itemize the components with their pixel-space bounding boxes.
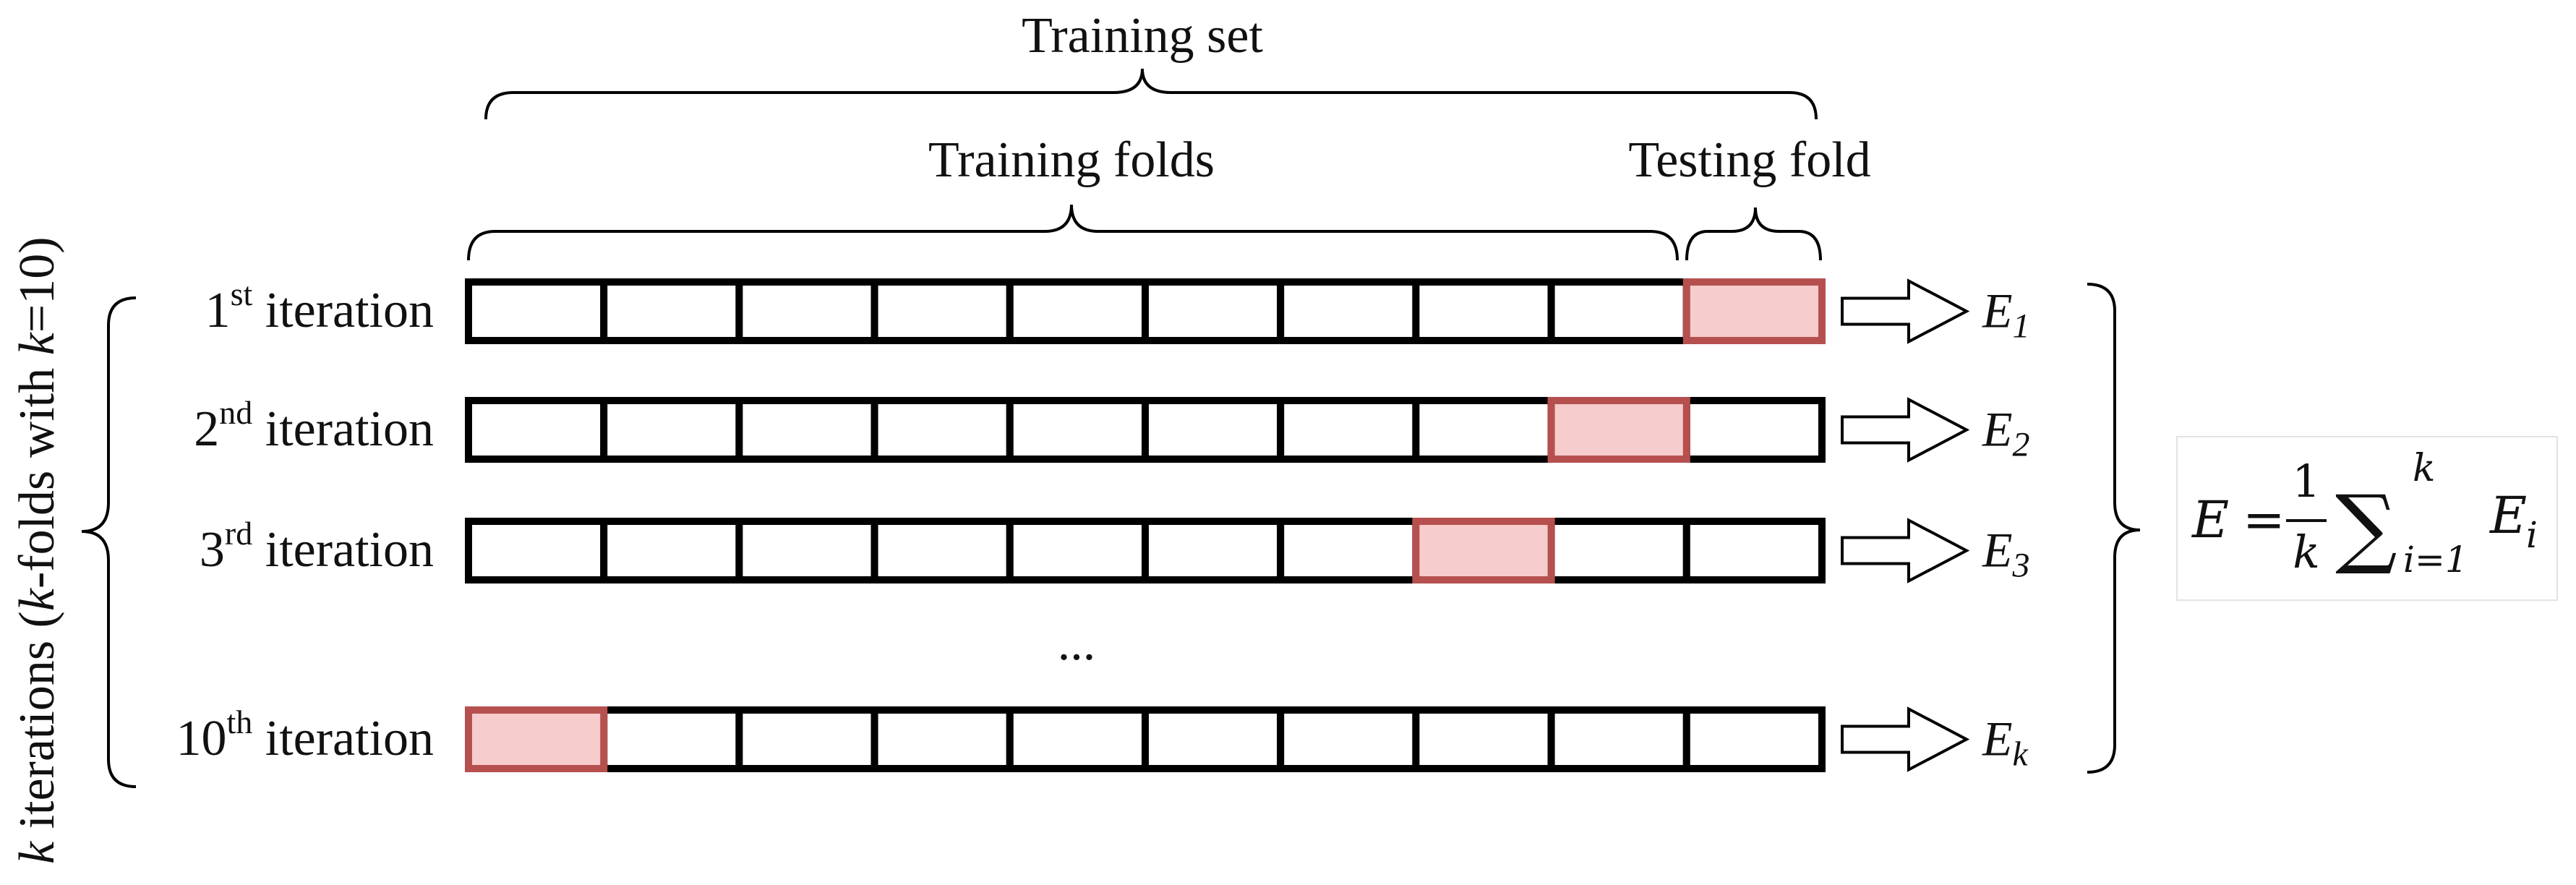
formula-equals: = [2243,490,2285,550]
training-fold-cell [735,278,878,344]
iterations-axis-label: k iterations (k-folds with k=10) [9,236,65,864]
training-fold-cell [1682,706,1826,772]
error-label: Ek [1982,711,2029,774]
formula-lhs: E [2191,490,2229,550]
rows-ellipsis: ... [1058,615,1096,671]
training-fold-cell [735,397,878,463]
testing-fold-cell [1682,278,1826,344]
testing-fold-cell [465,706,608,772]
error-label: E1 [1982,283,2030,346]
training-fold-cell [1142,397,1285,463]
training-fold-cell [1006,397,1150,463]
sum-upper-limit: k [2413,447,2436,490]
training-fold-cell [1412,278,1555,344]
training-folds-label: Training folds [928,132,1215,188]
training-set-brace [484,68,1818,120]
training-fold-cell [465,397,608,463]
training-fold-cell [1142,706,1285,772]
training-fold-cell [1682,518,1826,583]
sum-lower-limit: i=1 [2403,539,2468,581]
training-fold-cell [1547,518,1690,583]
error-label: E2 [1982,402,2030,464]
training-set-label: Training set [1022,8,1263,64]
training-fold-cell [1412,397,1555,463]
formula-box: E = 1 k ∑ k i=1 E i [2176,436,2558,601]
training-fold-cell [870,518,1014,583]
testing-fold-cell [1412,518,1555,583]
iterations-left-brace [81,296,137,788]
training-fold-cell [735,706,878,772]
training-fold-cell [1412,706,1555,772]
training-fold-cell [1547,706,1690,772]
testing-fold-label: Testing fold [1628,132,1870,188]
training-fold-cell [870,397,1014,463]
training-fold-cell [1006,706,1150,772]
iteration-row: 3rd iteration E3 [200,515,2030,585]
training-fold-cell [870,706,1014,772]
formula: E = 1 k ∑ k i=1 E i [2191,447,2538,581]
testing-fold-cell [1547,397,1690,463]
arrow-right-icon [1841,518,1970,583]
training-fold-cell [600,397,743,463]
iteration-label: 1st iteration [205,275,434,338]
training-folds-brace [467,204,1679,261]
training-fold-cell [600,706,743,772]
training-fold-cell [1277,706,1420,772]
iteration-label: 10th iteration [176,704,434,766]
training-fold-cell [1682,397,1826,463]
iteration-row: 1st iteration E1 [205,275,2030,346]
formula-denominator: k [2293,526,2320,578]
iteration-row: 2nd iteration E2 [194,394,2029,464]
formula-term: E [2489,486,2527,545]
training-fold-cell [1006,518,1150,583]
errors-right-brace [2087,283,2141,774]
training-fold-cell [600,278,743,344]
training-fold-cell [1142,278,1285,344]
training-fold-cell [1277,397,1420,463]
iteration-label: 2nd iteration [194,394,434,457]
training-fold-cell [1277,278,1420,344]
error-label: E3 [1982,523,2030,585]
training-fold-cell [1547,278,1690,344]
training-fold-cell [1006,278,1150,344]
iteration-rows: 1st iteration E1 2nd iteration E2 3rd iterat… [176,275,2029,774]
testing-fold-brace [1685,207,1822,261]
iteration-row: 10th iteration Ek [176,704,2029,774]
training-fold-cell [465,518,608,583]
arrow-right-icon [1841,278,1970,344]
formula-term-subscript: i [2526,514,2538,556]
training-fold-cell [600,518,743,583]
sum-symbol: ∑ [2335,477,2397,578]
formula-numerator: 1 [2292,455,2320,508]
training-fold-cell [870,278,1014,344]
arrow-right-icon [1841,397,1970,463]
arrow-right-icon [1841,706,1970,772]
training-fold-cell [1277,518,1420,583]
training-fold-cell [1142,518,1285,583]
training-fold-cell [465,278,608,344]
iteration-label: 3rd iteration [200,515,434,578]
training-fold-cell [735,518,878,583]
